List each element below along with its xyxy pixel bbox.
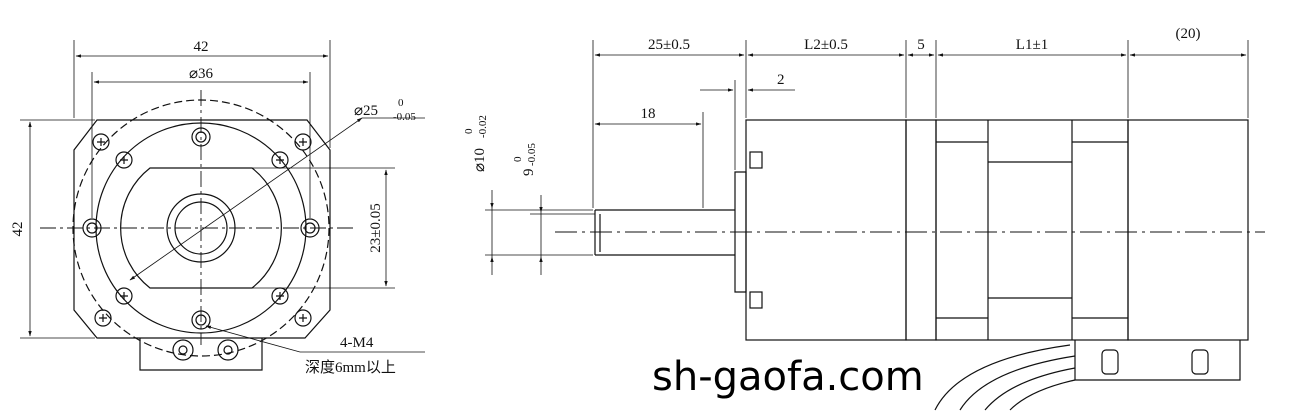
dim-circle-label: ⌀36 (189, 66, 214, 82)
dim-shaft-dia-tol-lower: -0.02 (477, 115, 489, 138)
dim-flat-depth-tol-upper: 0 (512, 156, 524, 162)
spacer (905, 119, 937, 341)
dim-flat-depth-tol-lower: -0.05 (526, 143, 538, 166)
dim-shaft-dia-label: ⌀10 (472, 148, 488, 172)
depth-label: 深度6mm以上 (305, 359, 396, 376)
thread-label: 4-M4 (340, 335, 374, 351)
dim-height-label: 42 (10, 222, 26, 237)
dim-boss-label: 2 (777, 72, 785, 88)
side-view (485, 40, 1265, 411)
dim-shaft-length-label: 25±0.5 (648, 37, 690, 53)
dim-pilot-label: ⌀25 (354, 103, 378, 119)
dim-flat-length-label: 18 (641, 106, 656, 122)
dim-flat-depth-label: 9 (521, 169, 537, 177)
dim-l2-label: L2±0.5 (804, 37, 848, 53)
dim-l1-label: L1±1 (1016, 37, 1048, 53)
front-view (20, 40, 425, 371)
dim-flat-label: 23±0.05 (368, 203, 384, 252)
stator (935, 119, 1129, 341)
dim-width-label: 42 (194, 39, 209, 55)
connector (139, 338, 263, 371)
dim-tail-label: (20) (1176, 26, 1201, 42)
front-body-outline (73, 119, 331, 339)
dim-pilot-tol-lower: -0.05 (393, 111, 416, 123)
rear-cap (1127, 119, 1249, 341)
shaft (594, 209, 735, 256)
dim-pilot-tol-upper: 0 (398, 97, 404, 109)
motor-body (745, 119, 907, 341)
dim-spacer-label: 5 (917, 37, 925, 53)
dim-shaft-dia-tol-upper: 0 (463, 128, 475, 134)
watermark-text: sh-gaofa.com (652, 354, 924, 400)
